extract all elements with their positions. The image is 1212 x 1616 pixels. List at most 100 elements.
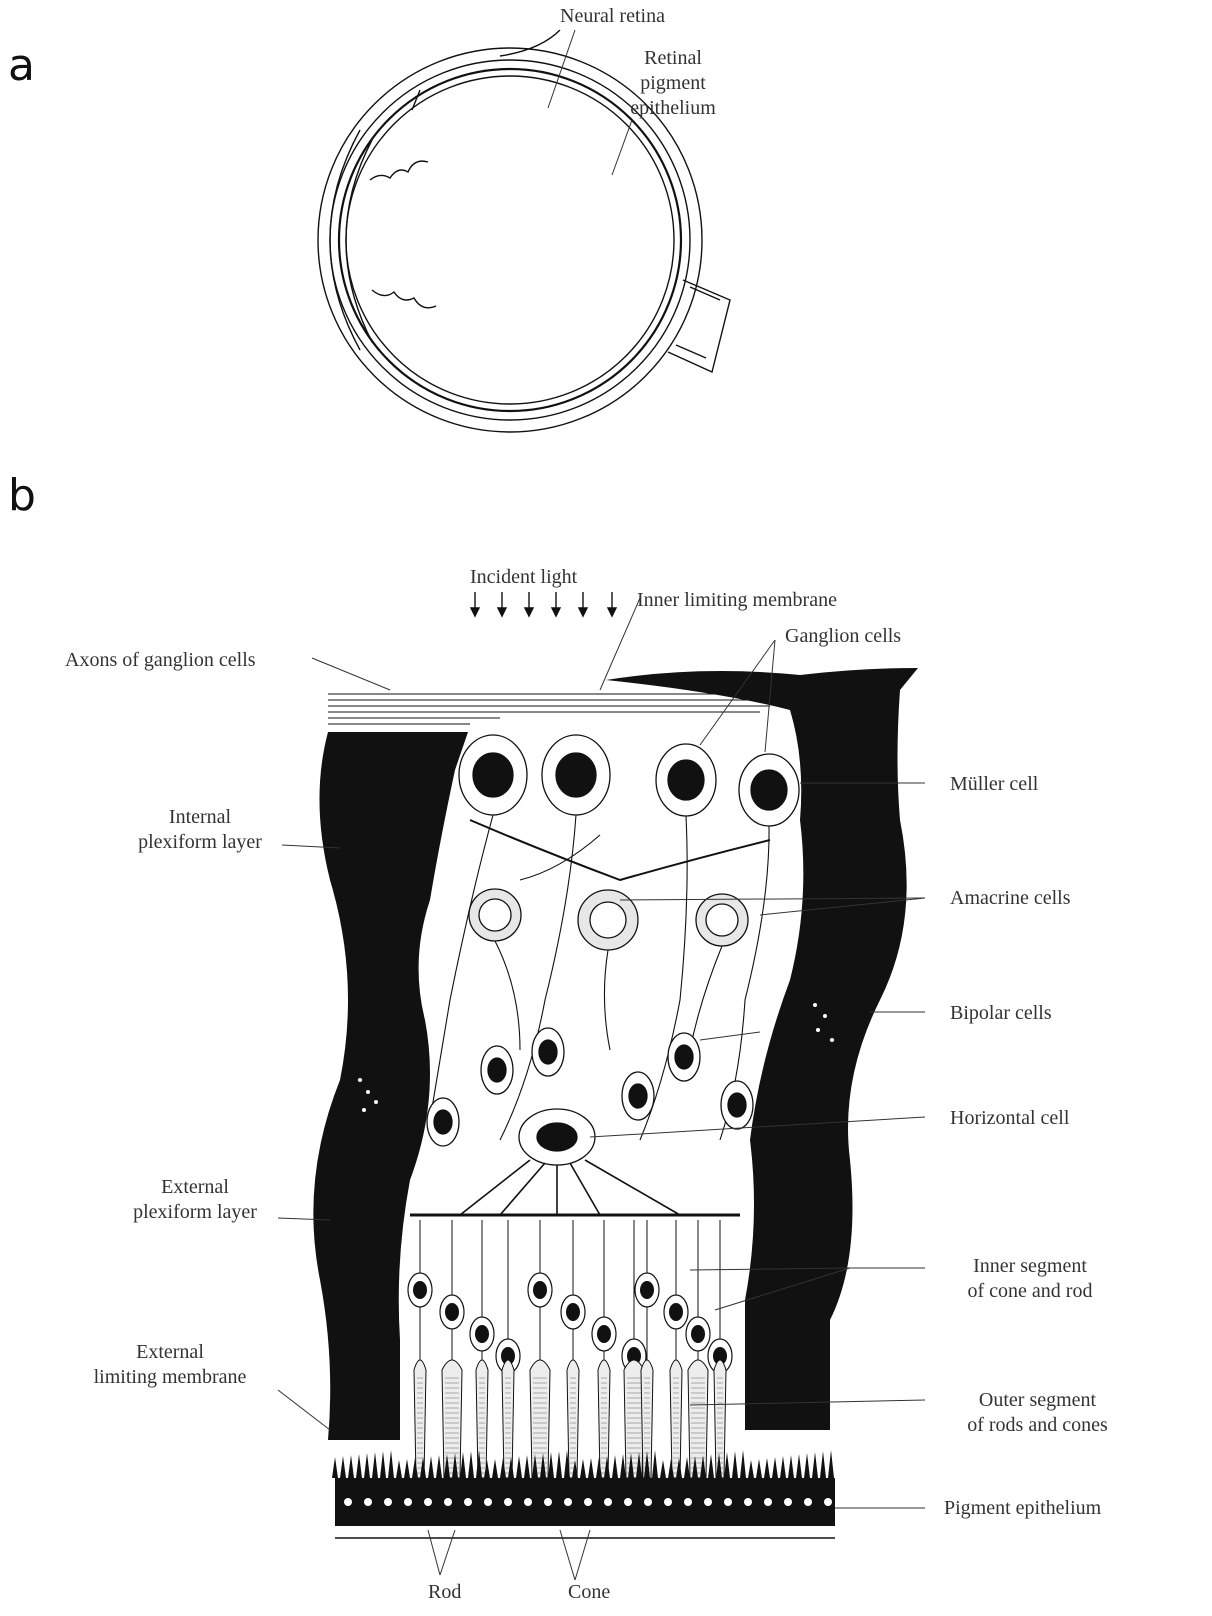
membrane-tooth (796, 1454, 802, 1478)
label-external-limiting-membrane: External limiting membrane (55, 1340, 285, 1390)
pigment-granule (784, 1498, 792, 1506)
membrane-tooth (764, 1458, 770, 1478)
membrane-tooth (396, 1460, 402, 1478)
membrane-tooth (388, 1450, 394, 1478)
label-inner-limiting-membrane: Inner limiting membrane (637, 588, 837, 613)
membrane-tooth (828, 1450, 834, 1478)
membrane-tooth (364, 1453, 370, 1478)
pigment-granule (424, 1498, 432, 1506)
membrane-tooth (708, 1454, 714, 1478)
membrane-tooth (748, 1460, 754, 1478)
membrane-tooth (436, 1455, 442, 1478)
label-pigment-epithelium: Pigment epithelium (944, 1496, 1101, 1521)
light-arrow-head (498, 608, 506, 616)
membrane-tooth (588, 1458, 594, 1478)
label-muller-cell: Müller cell (950, 772, 1038, 797)
pigment-granule (524, 1498, 532, 1506)
pigment-granule (824, 1498, 832, 1506)
photoreceptor-nucleus (597, 1325, 611, 1343)
membrane-tooth (612, 1455, 618, 1478)
photoreceptor-row (408, 1220, 732, 1478)
label-ganglion-cells: Ganglion cells (785, 624, 901, 649)
membrane-tooth (404, 1459, 410, 1478)
photoreceptor-nucleus (691, 1325, 705, 1343)
membrane-tooth (348, 1455, 354, 1478)
label-external-plexiform-line1: External (105, 1175, 285, 1200)
membrane-tooth (380, 1451, 386, 1478)
label-internal-plexiform-line2: plexiform layer (110, 830, 290, 855)
pigment-granule (504, 1498, 512, 1506)
pigment-granule (564, 1498, 572, 1506)
label-horizontal-cell: Horizontal cell (950, 1106, 1069, 1131)
pigment-granule (724, 1498, 732, 1506)
leader-neural-retina (548, 30, 575, 108)
photoreceptor-nucleus (533, 1281, 547, 1299)
membrane-tooth (372, 1452, 378, 1478)
label-retinal-pigment-epithelium: Retinal pigment epithelium (618, 46, 728, 121)
label-neural-retina: Neural retina (560, 4, 665, 29)
photoreceptor-nucleus (475, 1325, 489, 1343)
pigment-granule (644, 1498, 652, 1506)
label-incident-light: Incident light (470, 565, 577, 590)
pigment-granule (604, 1498, 612, 1506)
membrane-tooth (580, 1459, 586, 1478)
label-external-limiting-line1: External (55, 1340, 285, 1365)
membrane-tooth (804, 1453, 810, 1478)
membrane-tooth (620, 1454, 626, 1478)
label-bipolar-cells: Bipolar cells (950, 1001, 1052, 1026)
ganglion-cell-row (459, 735, 799, 826)
membrane-tooth (524, 1455, 530, 1478)
membrane-tooth (684, 1457, 690, 1478)
label-rod: Rod (428, 1580, 461, 1605)
light-arrow-head (525, 608, 533, 616)
label-inner-segment: Inner segment of cone and rod (935, 1254, 1125, 1304)
horizontal-cell (460, 1109, 680, 1215)
external-limiting-membrane (332, 1450, 834, 1478)
label-external-plexiform-line2: plexiform layer (105, 1200, 285, 1225)
label-cone: Cone (568, 1580, 610, 1605)
pigment-granule (384, 1498, 392, 1506)
amacrine-cell-row (469, 889, 748, 950)
label-rpe-line2: pigment (618, 71, 728, 96)
membrane-tooth (660, 1460, 666, 1478)
pigment-granule (664, 1498, 672, 1506)
pigment-granule (464, 1498, 472, 1506)
label-axons-of-ganglion-cells: Axons of ganglion cells (65, 648, 256, 673)
pigment-granule (744, 1498, 752, 1506)
membrane-tooth (732, 1451, 738, 1478)
leader-rpe (612, 120, 632, 175)
membrane-tooth (788, 1455, 794, 1478)
membrane-tooth (820, 1451, 826, 1478)
label-inner-segment-line1: Inner segment (935, 1254, 1125, 1279)
membrane-tooth (652, 1450, 658, 1478)
label-outer-segment: Outer segment of rods and cones (935, 1388, 1140, 1438)
pigment-granule (364, 1498, 372, 1506)
light-arrow-head (471, 608, 479, 616)
membrane-tooth (556, 1451, 562, 1478)
membrane-tooth (780, 1456, 786, 1478)
membrane-tooth (772, 1457, 778, 1478)
light-arrow-head (608, 608, 616, 616)
light-arrow-head (552, 608, 560, 616)
label-external-limiting-line2: limiting membrane (55, 1365, 285, 1390)
membrane-tooth (516, 1456, 522, 1478)
pigment-granule (804, 1498, 812, 1506)
pigment-granule (404, 1498, 412, 1506)
label-inner-segment-line2: of cone and rod (935, 1279, 1125, 1304)
label-outer-segment-line2: of rods and cones (935, 1413, 1140, 1438)
photoreceptor-nucleus (413, 1281, 427, 1299)
light-arrow-head (579, 608, 587, 616)
membrane-tooth (468, 1451, 474, 1478)
pigment-granule (484, 1498, 492, 1506)
photoreceptor-nucleus (566, 1303, 580, 1321)
label-rpe-line3: epithelium (618, 96, 728, 121)
muller-cell-left (313, 732, 468, 1440)
membrane-tooth (428, 1456, 434, 1478)
pigment-granule (704, 1498, 712, 1506)
axon-bundle (328, 694, 800, 724)
membrane-tooth (740, 1450, 746, 1478)
label-external-plexiform-layer: External plexiform layer (105, 1175, 285, 1225)
membrane-tooth (756, 1459, 762, 1478)
pigment-granule (544, 1498, 552, 1506)
pigment-granule (624, 1498, 632, 1506)
